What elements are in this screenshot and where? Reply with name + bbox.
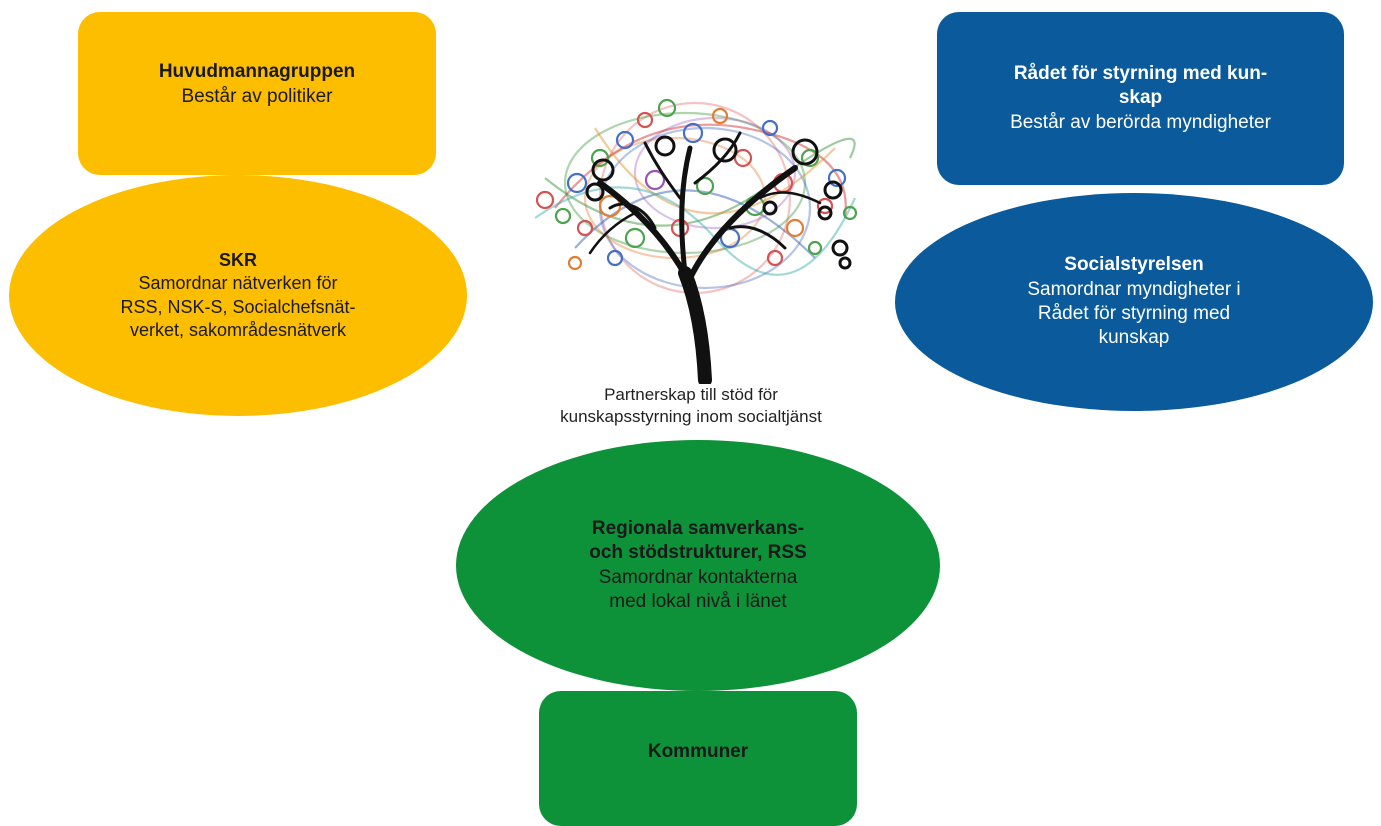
rss-title-line-2: och stödstrukturer, RSS: [589, 542, 807, 564]
kommuner-title: Kommuner: [647, 741, 749, 763]
logo-caption-line-2: kunskapsstyrning inom socialtjänst: [560, 407, 822, 427]
huvudmannagruppen-box: Huvudmannagruppen Består av politiker: [78, 12, 436, 175]
partnership-tree-logo: Partnerskap till stöd för kunskapsstyrni…: [515, 88, 867, 438]
skr-line-1: Samordnar nätverken för: [138, 273, 338, 294]
skr-line-3: verket, sakområdesnätverk: [129, 319, 347, 340]
skr-title: SKR: [218, 250, 257, 271]
logo-caption-line-1: Partnerskap till stöd för: [604, 385, 778, 404]
tree-icon: [534, 98, 858, 384]
kommuner-box: Kommuner: [539, 691, 857, 826]
rss-line-2: med lokal nivå i länet: [609, 590, 787, 612]
socialstyrelsen-line-3: kunskap: [1098, 327, 1170, 349]
skr-ellipse: SKR Samordnar nätverken för RSS, NSK-S, …: [9, 175, 467, 416]
radet-title-line-2: skap: [1118, 87, 1163, 109]
logo-caption: Partnerskap till stöd för kunskapsstyrni…: [515, 384, 867, 428]
socialstyrelsen-line-1: Samordnar myndigheter i: [1027, 278, 1241, 300]
radet-box: Rådet för styrning med kun- skap Består …: [937, 12, 1344, 185]
socialstyrelsen-title: Socialstyrelsen: [1064, 254, 1204, 276]
huvudmannagruppen-title: Huvudmannagruppen: [158, 61, 356, 83]
radet-text: Består av berörda myndigheter: [1010, 111, 1271, 133]
rss-line-1: Samordnar kontakterna: [598, 566, 798, 588]
radet-title-line-1: Rådet för styrning med kun-: [1013, 63, 1268, 85]
socialstyrelsen-line-2: Rådet för styrning med: [1037, 303, 1231, 324]
socialstyrelsen-ellipse: Socialstyrelsen Samordnar myndigheter i …: [895, 193, 1373, 411]
rss-ellipse: Regionala samverkans- och stödstrukturer…: [456, 440, 940, 691]
skr-line-2: RSS, NSK-S, Socialchefsnät-: [120, 296, 356, 317]
huvudmannagruppen-text: Består av politiker: [181, 85, 333, 107]
rss-title-line-1: Regionala samverkans-: [591, 517, 805, 539]
